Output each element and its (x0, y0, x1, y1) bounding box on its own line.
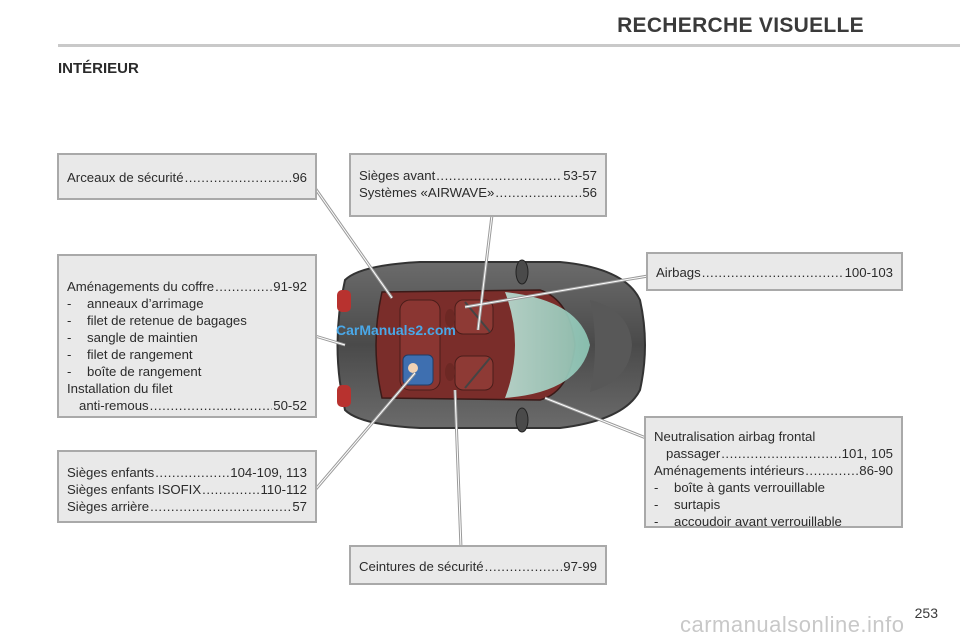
entry-anti-remous[interactable]: anti-remous 50-52 (67, 397, 307, 414)
footer-watermark: carmanualsonline.info (680, 612, 905, 637)
entry-label: Sièges enfants (67, 465, 155, 480)
entry-label: Ceintures de sécurité (359, 559, 484, 574)
entry-label: Airbags (656, 265, 701, 280)
leader-dots (155, 464, 229, 481)
box-neutralisation-airbag: Neutralisation airbag frontal passager 1… (644, 416, 903, 529)
page-header-title: RECHERCHE VISUELLE (617, 14, 864, 37)
entry-amenagements-coffre[interactable]: Aménagements du coffre 91-92 (67, 278, 307, 295)
entry-pages: 100-103 (844, 265, 893, 280)
entry-sieges-isofix[interactable]: Sièges enfants ISOFIX 110-112 (67, 481, 307, 498)
list-item: -boîte à gants verrouillable (654, 480, 826, 495)
entry-airbags[interactable]: Airbags 100-103 (656, 264, 893, 281)
entry-label: Aménagements intérieurs (654, 463, 805, 478)
entry-amenagements-interieurs[interactable]: Aménagements intérieurs 86-90 (654, 462, 893, 479)
car-top-view (336, 259, 646, 433)
entry-label: Arceaux de sécurité (67, 170, 184, 185)
entry-sieges-avant[interactable]: Sièges avant 53-57 (359, 167, 597, 184)
entry-pages: 56 (582, 185, 597, 200)
leader-dots (485, 558, 563, 575)
leader-dots (702, 264, 844, 281)
entry-label: Sièges avant (359, 168, 436, 183)
entry-pages: 86-90 (859, 463, 893, 478)
entry-pages: 91-92 (273, 279, 307, 294)
entry-pages: 53-57 (563, 168, 597, 183)
leader-dots (150, 498, 291, 515)
entry-pages: 110-112 (260, 482, 307, 497)
watermark-carmanuals2: CarManuals2.com (336, 322, 456, 338)
entry-label: Sièges arrière (67, 499, 150, 514)
leader-dots (495, 184, 581, 201)
entry-sieges-arriere[interactable]: Sièges arrière 57 (67, 498, 307, 515)
list-item: -accoudoir avant verrouillable (654, 514, 842, 529)
header-rule (58, 44, 960, 47)
leader-dots (436, 167, 562, 184)
entry-pages: 97-99 (563, 559, 597, 574)
entry-airwave[interactable]: Systèmes «AIRWAVE» 56 (359, 184, 597, 201)
entry-label: Systèmes «AIRWAVE» (359, 185, 495, 200)
entry-label: passager (666, 446, 721, 461)
box-amenagements-coffre: Aménagements du coffre 91-92 -anneaux d’… (57, 254, 317, 418)
section-title: INTÉRIEUR (58, 60, 139, 77)
entry-arceaux[interactable]: Arceaux de sécurité 96 (67, 169, 307, 186)
box-sieges-enfants: Sièges enfants 104-109, 113 Sièges enfan… (57, 450, 317, 523)
leader-dots (805, 462, 858, 479)
leader-dots (721, 445, 840, 462)
list-item: -boîte de rangement (67, 364, 202, 379)
list-item: -filet de retenue de bagages (67, 313, 247, 328)
leader-dots (150, 397, 273, 414)
leader-dots (215, 278, 272, 295)
list-item: -filet de rangement (67, 347, 193, 362)
entry-pages: 96 (292, 170, 307, 185)
entry-ceintures[interactable]: Ceintures de sécurité 97-99 (359, 558, 597, 575)
entry-pages: 104-109, 113 (230, 465, 307, 480)
list-item: -surtapis (654, 497, 721, 512)
box-arceaux: Arceaux de sécurité 96 (57, 153, 317, 200)
entry-pages: 50-52 (273, 398, 307, 413)
box-ceintures: Ceintures de sécurité 97-99 (349, 545, 607, 585)
entry-label: Aménagements du coffre (67, 279, 215, 294)
list-item: -anneaux d’arrimage (67, 296, 204, 311)
list-item: -sangle de maintien (67, 330, 198, 345)
page-number: 253 (914, 605, 938, 621)
entry-neutralisation-airbag[interactable]: Neutralisation airbag frontal (654, 429, 816, 444)
entry-label: Sièges enfants ISOFIX (67, 482, 202, 497)
box-airbags: Airbags 100-103 (646, 252, 903, 291)
entry-installation-filet[interactable]: Installation du filet (67, 381, 173, 396)
entry-pages: 101, 105 (841, 446, 893, 461)
entry-pages: 57 (292, 499, 307, 514)
entry-passager[interactable]: passager 101, 105 (654, 445, 893, 462)
entry-sieges-enfants[interactable]: Sièges enfants 104-109, 113 (67, 464, 307, 481)
entry-label: anti-remous (79, 398, 149, 413)
box-sieges-avant: Sièges avant 53-57 Systèmes «AIRWAVE» 56 (349, 153, 607, 217)
leader-dots (202, 481, 259, 498)
leader-dots (185, 169, 292, 186)
